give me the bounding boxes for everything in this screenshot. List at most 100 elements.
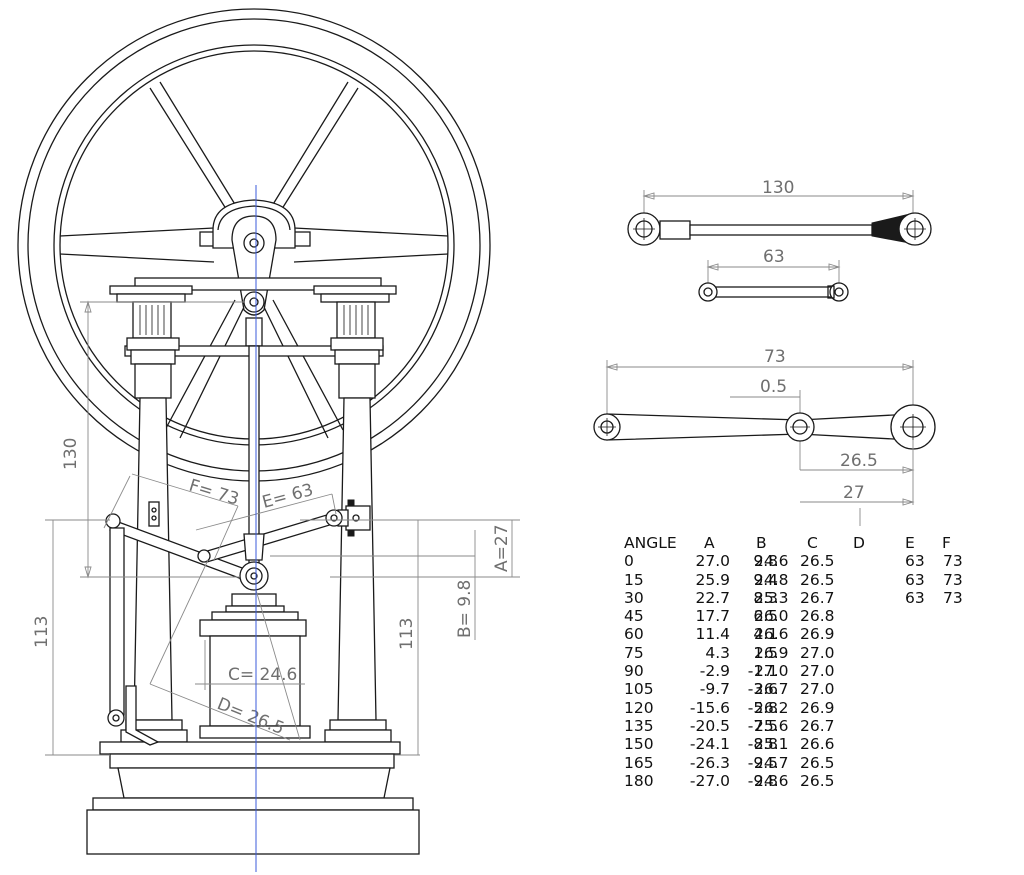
table-cell: 6.5 [753,607,778,626]
table-cell: 26.6 [754,625,789,644]
table-header: A [704,534,715,552]
table-cell: 26.9 [800,698,835,717]
table-cell: 25.9 [695,570,730,589]
table-cell: 9.8 [753,552,778,571]
table-cell: -1.1 [747,662,778,681]
table-cell: 26.7 [800,588,835,607]
table-cell: 63 [905,570,925,589]
rod2-length-label: 63 [763,247,785,267]
table-cell: 27.0 [754,662,789,681]
table-cell: 26.5 [800,753,835,772]
table-cell: -5.8 [747,698,778,717]
table-header: B [756,534,767,552]
dim-113-right-label: 113 [397,618,417,650]
table-cell: 26.6 [800,735,835,754]
table-cell: 150 [624,735,654,754]
table-cell: -20.5 [689,716,730,735]
table-cell: 26.2 [754,698,789,717]
dim-130-label: 130 [61,438,81,470]
rod-130-detail: 130 [627,178,932,246]
table-header: ANGLE [624,534,677,552]
table-cell: -8.8 [747,735,778,754]
table-cell: 135 [624,716,654,735]
table-cell: 45 [624,607,644,626]
right-column [313,285,397,743]
table-cell: 26.9 [800,625,835,644]
table-cell: 24.6 [754,771,789,790]
table-cell: 24.8 [754,570,789,589]
table-cell: 24.6 [754,552,789,571]
table-cell: 26.7 [800,716,835,735]
table-cell: 26.5 [800,552,835,571]
lever-outer-label: 27 [843,483,865,503]
dim-A-label: A=27 [492,524,512,572]
table-cell: 0 [624,552,634,571]
table-cell: 73 [943,570,963,589]
table-cell: -2.9 [699,662,730,681]
crank-hub [199,199,311,347]
table-cell: -9.7 [699,680,730,699]
table-cell: 180 [624,771,654,790]
table-cell: 90 [624,662,644,681]
table-cell: 26.5 [800,570,835,589]
table-cell: 165 [624,753,654,772]
left-column [109,285,193,743]
dim-B-label: B= 9.8 [455,580,475,638]
table-cell: 75 [624,643,644,662]
table-cell: -15.6 [689,698,730,717]
cylinder [199,345,311,739]
table-cell: 17.7 [695,607,730,626]
table-cell: -26.3 [689,753,730,772]
table-cell: 24.7 [754,753,789,772]
table-cell: 120 [624,698,654,717]
table-cell: 26.5 [800,771,835,790]
rod1-length-label: 130 [762,178,794,198]
table-cell: 26.9 [754,643,789,662]
table-cell: 26.0 [754,607,789,626]
table-header: C [807,534,818,552]
table-header: E [905,534,915,552]
table-cell: 26.8 [800,607,835,626]
dim-F-label: F= 73 [187,476,242,510]
base [86,741,420,855]
table-cell: 15 [624,570,644,589]
table-cell: 4.3 [705,643,730,662]
table-cell: 73 [943,588,963,607]
table-cell: 25.3 [754,588,789,607]
table-cell: 63 [905,552,925,571]
table-cell: 30 [624,588,644,607]
valve-linkage [105,499,371,746]
dim-C-label: C= 24.6 [228,665,297,685]
table-cell: 4.1 [753,625,778,644]
table-cell: 1.5 [753,643,778,662]
lever-offset-label: 0.5 [760,377,787,397]
table-cell: -9.5 [747,753,778,772]
lever-detail: 73 0.5 26.5 27 [593,347,936,526]
table-cell: 27.0 [695,552,730,571]
table-cell: 26.7 [754,680,789,699]
table-cell: 105 [624,680,654,699]
table-cell: 63 [905,588,925,607]
lever-length-label: 73 [764,347,786,367]
lever-inner-label: 26.5 [840,451,878,471]
table-cell: 27.0 [800,643,835,662]
table-cell: -7.5 [747,716,778,735]
table-header: F [942,534,951,552]
table-cell: -24.1 [689,735,730,754]
dim-113-left-label: 113 [32,616,52,648]
table-cell: 25.1 [754,735,789,754]
table-cell: 27.0 [800,662,835,681]
table-cell: 9.4 [753,570,778,589]
table-cell: 27.0 [800,680,835,699]
table-cell: 22.7 [695,588,730,607]
table-cell: 25.6 [754,716,789,735]
table-header: D [853,534,865,552]
table-cell: 60 [624,625,644,644]
table-cell: -3.6 [747,680,778,699]
table-cell: 8.3 [753,588,778,607]
table-cell: -9.8 [747,771,778,790]
table-cell: 73 [943,552,963,571]
table-cell: 11.4 [695,625,730,644]
rod-63-detail: 63 [698,247,849,302]
table-cell: -27.0 [689,771,730,790]
